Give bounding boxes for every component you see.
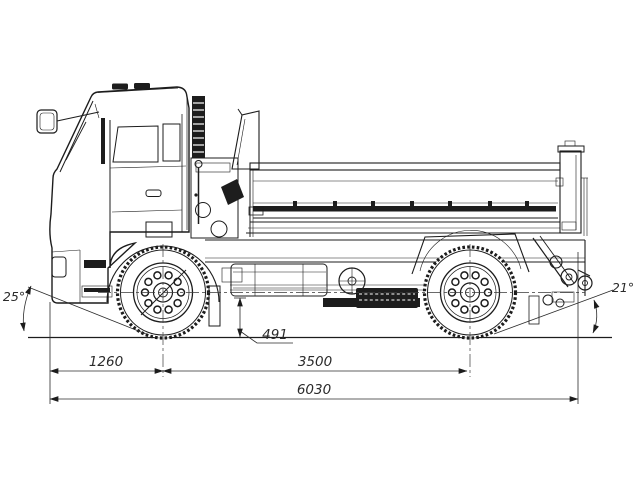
dimension-front-overhang: 1260 bbox=[89, 354, 123, 370]
cab bbox=[36, 83, 190, 304]
departure-angle: 21° bbox=[493, 280, 634, 335]
centerlines bbox=[98, 244, 585, 377]
stake-cleats bbox=[293, 201, 529, 210]
tailgate bbox=[555, 140, 588, 236]
rear-cab-panel bbox=[190, 157, 244, 239]
dimension-overall-length: 6030 bbox=[297, 382, 331, 398]
departure-angle-label: 21° bbox=[612, 280, 634, 295]
front-wheel bbox=[115, 245, 211, 340]
rear-fender bbox=[411, 230, 530, 275]
dimension-rear-frame-height: 491 bbox=[262, 327, 288, 343]
dimension-wheelbase: 3500 bbox=[298, 354, 332, 370]
dimensions: 1260 3500 6030 491 25° 21° bbox=[3, 252, 634, 404]
approach-angle: 25° bbox=[3, 285, 147, 335]
chassis-equipment bbox=[208, 263, 420, 327]
approach-angle-label: 25° bbox=[3, 289, 25, 304]
exhaust-stack bbox=[192, 96, 205, 224]
dump-bed bbox=[231, 108, 562, 237]
rear-linkage-and-hitch bbox=[528, 235, 593, 325]
